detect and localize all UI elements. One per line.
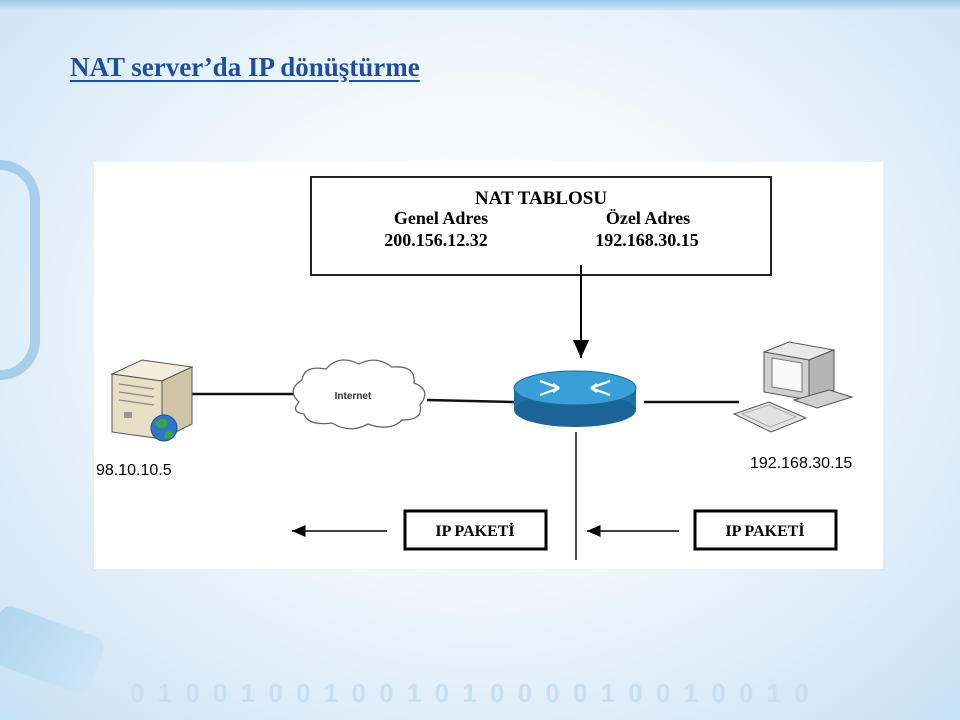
packet-box-left: IP PAKETİ (403, 509, 548, 551)
internet-cloud-icon: Internet (292, 359, 426, 430)
nat-table-title: NAT TABLOSU (475, 188, 607, 209)
packet-right-label: IP PAKETİ (725, 521, 804, 540)
server-ip-label: 98.10.10.5 (96, 462, 172, 479)
packet-left-label: IP PAKETİ (435, 521, 514, 540)
nat-diagram: NAT TABLOSU Genel Adres Özel Adres 200.1… (94, 162, 883, 569)
router-icon (513, 370, 637, 427)
diagram-canvas: NAT TABLOSU Genel Adres Özel Adres 200.1… (96, 176, 854, 560)
client-ip-label: 192.168.30.15 (750, 455, 852, 472)
slide-title: NAT server’da IP dönüştürme (70, 52, 420, 82)
top-accent-bar (0, 0, 960, 10)
nat-table: NAT TABLOSU Genel Adres Özel Adres 200.1… (310, 176, 772, 276)
cable-plug-decoration (0, 602, 107, 698)
network-cable-decoration (0, 160, 40, 380)
private-address-value: 192.168.30.15 (595, 230, 699, 250)
nat-table-border (310, 176, 772, 276)
binary-decoration: 0 1 0 0 1 0 0 1 0 0 1 0 1 0 0 0 0 1 0 0 … (130, 678, 812, 708)
packet-box-right: IP PAKETİ (693, 509, 838, 551)
internet-link-line (426, 398, 515, 404)
private-address-header: Özel Adres (606, 208, 690, 228)
public-address-header: Genel Adres (394, 208, 488, 228)
globe-icon (150, 414, 178, 442)
internet-label: Internet (335, 391, 372, 402)
client-pc-icon (732, 341, 854, 433)
public-address-value: 200.156.12.32 (384, 230, 488, 250)
